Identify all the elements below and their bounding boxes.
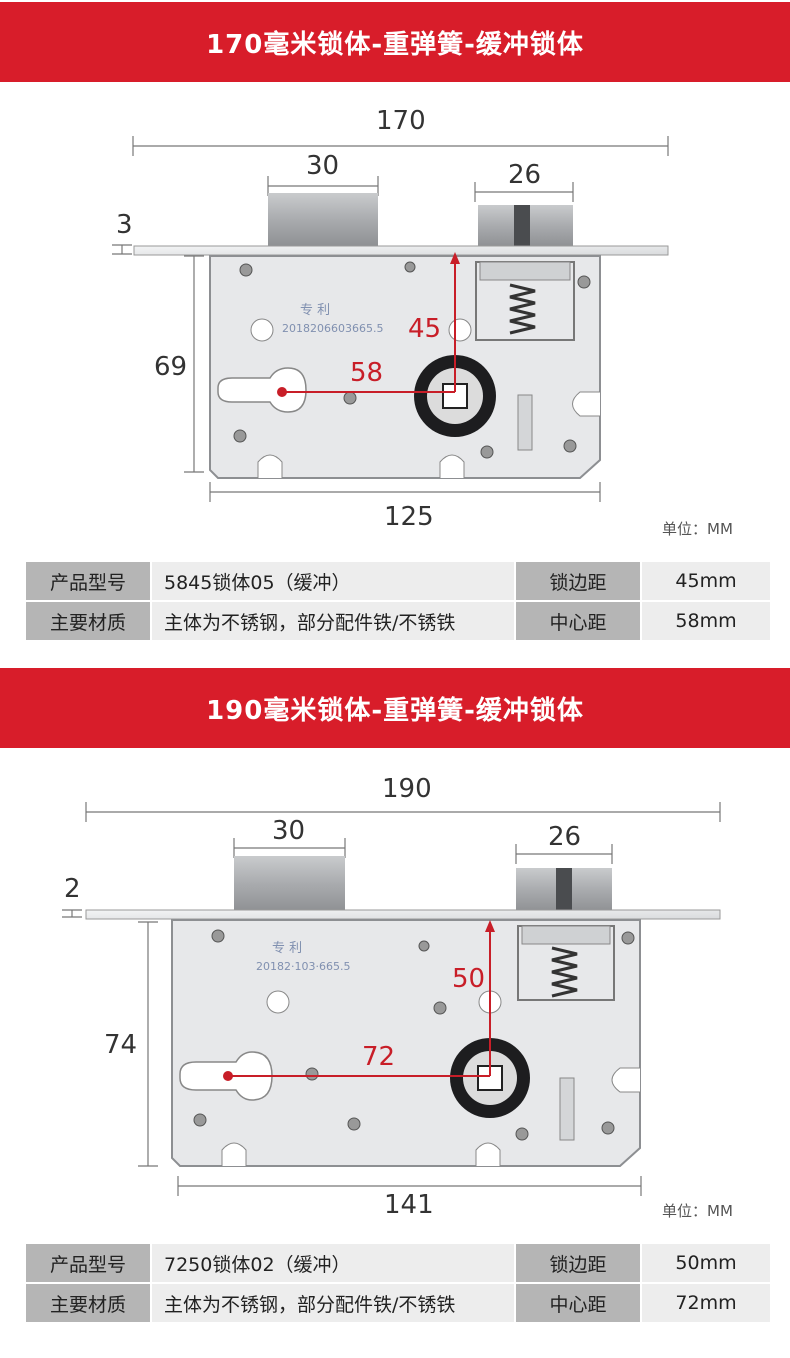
spec-label: 主要材质 bbox=[26, 602, 150, 640]
lock-body-190-drawing: 专 利 20182·103·665.5 bbox=[62, 802, 721, 1196]
dim-center-distance: 58 bbox=[350, 358, 384, 388]
spec-table-170: 产品型号 5845锁体05（缓冲） 锁边距 45mm 主要材质 主体为不锈钢，部… bbox=[24, 560, 772, 642]
dim-center-distance: 72 bbox=[362, 1042, 396, 1072]
spec-value: 主体为不锈钢，部分配件铁/不锈铁 bbox=[152, 602, 514, 640]
table-row: 产品型号 7250锁体02（缓冲） 锁边距 50mm bbox=[26, 1244, 770, 1282]
section-1-title-banner: 170毫米锁体-重弹簧-缓冲锁体 bbox=[0, 2, 790, 82]
dim-backset: 50 bbox=[452, 964, 486, 994]
dim-deadbolt-width: 26 bbox=[508, 160, 542, 190]
section-1-diagram: 专 利 2018206603665.5 170 30 26 3 69 58 45… bbox=[0, 0, 790, 660]
dimension-lines bbox=[62, 802, 721, 1196]
unit-label: 单位：MM bbox=[662, 520, 733, 538]
patent-stamp: 专 利 bbox=[272, 941, 302, 956]
section-2-title: 190毫米锁体-重弹簧-缓冲锁体 bbox=[206, 695, 584, 726]
dim-case-height: 69 bbox=[154, 352, 188, 382]
spec-value: 72mm bbox=[642, 1284, 770, 1322]
table-row: 产品型号 5845锁体05（缓冲） 锁边距 45mm bbox=[26, 562, 770, 600]
lock-case bbox=[171, 919, 641, 1167]
spec-value: 50mm bbox=[642, 1244, 770, 1282]
center-measure-markers bbox=[223, 920, 495, 1081]
dimension-lines bbox=[112, 136, 669, 502]
section-2-diagram: 专 利 20182·103·665.5 190 30 26 2 74 72 50… bbox=[0, 748, 790, 1358]
unit-label: 单位：MM bbox=[662, 1202, 733, 1220]
dim-case-height: 74 bbox=[104, 1030, 138, 1060]
dim-backset: 45 bbox=[408, 314, 442, 344]
center-measure-markers bbox=[277, 252, 460, 397]
spring bbox=[551, 946, 578, 998]
spec-label: 锁边距 bbox=[516, 562, 640, 600]
patent-number: 2018206603665.5 bbox=[282, 322, 383, 335]
spec-value: 主体为不锈钢，部分配件铁/不锈铁 bbox=[152, 1284, 514, 1322]
dim-latch-width: 30 bbox=[306, 151, 340, 181]
dim-plate-thickness: 2 bbox=[64, 874, 81, 904]
spec-label: 产品型号 bbox=[26, 1244, 150, 1282]
dim-plate-thickness: 3 bbox=[116, 210, 133, 240]
dim-deadbolt-width: 26 bbox=[548, 822, 582, 852]
dim-case-length: 141 bbox=[384, 1190, 434, 1220]
spring bbox=[509, 283, 536, 335]
patent-stamp: 专 利 bbox=[300, 303, 330, 318]
lock-case bbox=[209, 255, 601, 479]
latch-bolt bbox=[268, 193, 378, 247]
cylinder-hole bbox=[217, 367, 307, 413]
face-plate bbox=[133, 245, 669, 256]
spec-table-190: 产品型号 7250锁体02（缓冲） 锁边距 50mm 主要材质 主体为不锈钢，部… bbox=[24, 1242, 772, 1324]
spec-label: 中心距 bbox=[516, 1284, 640, 1322]
table-row: 主要材质 主体为不锈钢，部分配件铁/不锈铁 中心距 72mm bbox=[26, 1284, 770, 1322]
spec-value: 5845锁体05（缓冲） bbox=[152, 562, 514, 600]
spec-label: 主要材质 bbox=[26, 1284, 150, 1322]
spec-label: 产品型号 bbox=[26, 562, 150, 600]
face-plate bbox=[85, 909, 721, 920]
dim-overall-length: 190 bbox=[382, 774, 432, 804]
table-row: 主要材质 主体为不锈钢，部分配件铁/不锈铁 中心距 58mm bbox=[26, 602, 770, 640]
section-2-title-banner: 190毫米锁体-重弹簧-缓冲锁体 bbox=[0, 668, 790, 748]
spec-label: 锁边距 bbox=[516, 1244, 640, 1282]
dim-case-length: 125 bbox=[384, 502, 434, 532]
spec-label: 中心距 bbox=[516, 602, 640, 640]
spec-value: 45mm bbox=[642, 562, 770, 600]
latch-bolt bbox=[234, 856, 345, 912]
dim-latch-width: 30 bbox=[272, 816, 306, 846]
section-1-title: 170毫米锁体-重弹簧-缓冲锁体 bbox=[206, 29, 584, 60]
spec-value: 7250锁体02（缓冲） bbox=[152, 1244, 514, 1282]
spec-value: 58mm bbox=[642, 602, 770, 640]
patent-number: 20182·103·665.5 bbox=[256, 960, 350, 973]
dim-overall-length: 170 bbox=[376, 106, 426, 136]
lock-body-170-drawing: 专 利 2018206603665.5 bbox=[112, 136, 669, 502]
